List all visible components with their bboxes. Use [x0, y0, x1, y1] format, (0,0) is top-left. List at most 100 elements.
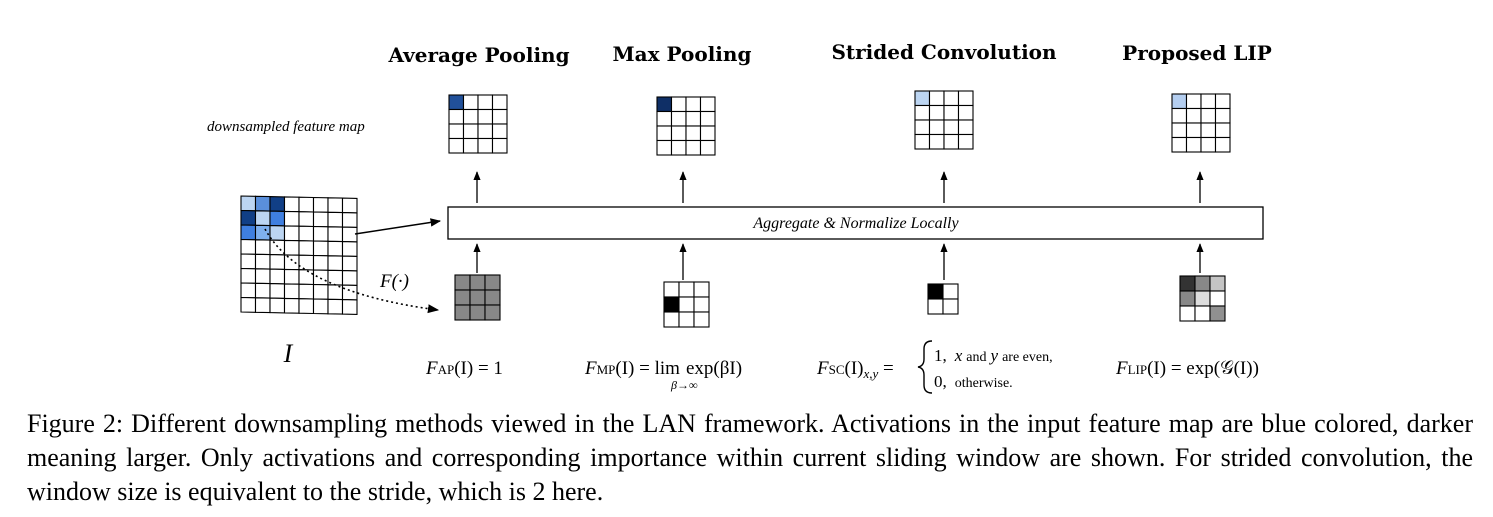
ap-weight-cell	[454, 289, 471, 306]
sc-output-cell	[914, 119, 931, 136]
lip-output-cell	[1200, 122, 1217, 139]
formula-sc-arg: (I)	[845, 358, 864, 379]
input-cell	[298, 225, 315, 242]
ap-weight-cell	[469, 289, 486, 306]
input-cell	[312, 225, 329, 242]
title-strided-convolution: Strided Convolution	[831, 40, 1057, 64]
ap-weight-cell	[484, 289, 501, 306]
input-label: I	[283, 339, 294, 368]
formula-sc-case1-text: are even,	[1002, 350, 1053, 365]
lip-weight-cell	[1209, 290, 1226, 307]
formula-mp-limsub: β→∞	[670, 378, 698, 392]
formula-mp-lim: lim	[655, 358, 681, 379]
input-cell	[283, 268, 300, 285]
ap-output-cell	[448, 108, 465, 125]
sc-output-cell	[957, 133, 974, 150]
sc-weight-grid	[927, 283, 959, 315]
lip-weight-cell	[1179, 290, 1196, 307]
lip-weight-cell	[1179, 305, 1196, 322]
input-cell	[254, 282, 271, 299]
input-feature-map	[240, 195, 358, 315]
formula-ap: FAP(I) = 1	[425, 358, 503, 379]
input-cell	[269, 268, 286, 285]
formula-sc-case1-and: and	[966, 350, 986, 365]
input-cell	[240, 253, 257, 270]
mp-output-cell	[656, 125, 673, 142]
input-cell	[254, 253, 271, 270]
formula-sc-case2-text: otherwise.	[955, 376, 1013, 391]
aggregate-box-label: Aggregate & Normalize Locally	[752, 215, 959, 232]
input-cell	[312, 196, 329, 213]
input-cell	[312, 254, 329, 271]
input-cell	[240, 195, 257, 212]
input-cell	[283, 196, 300, 213]
ap-weight-cell	[454, 304, 471, 321]
formula-sc-sub: SC	[829, 362, 845, 377]
formula-sc-case2-val: 0,	[934, 372, 947, 391]
lip-output-cell	[1200, 107, 1217, 124]
input-cell	[312, 269, 329, 286]
mp-weight-grid	[663, 281, 710, 328]
input-cell	[254, 210, 271, 227]
input-cell	[269, 225, 286, 241]
input-cell	[298, 298, 315, 315]
ap-weight-grid	[454, 274, 501, 321]
sc-output-cell	[914, 104, 931, 121]
input-cell	[327, 211, 344, 228]
title-proposed-lip: Proposed LIP	[1122, 41, 1272, 65]
input-cell	[254, 224, 271, 241]
ap-output-cell	[477, 137, 494, 154]
mp-output-cell	[699, 139, 716, 156]
mp-weight-cell	[663, 296, 680, 313]
ap-output-cell	[448, 94, 465, 111]
input-cell	[269, 254, 286, 270]
input-cell	[240, 238, 257, 255]
ap-output-cell	[462, 123, 479, 140]
function-label: F(·)	[379, 271, 409, 292]
input-cell	[283, 239, 300, 256]
mp-weight-cell	[678, 281, 695, 298]
mp-weight-cell	[663, 311, 680, 328]
ap-output-cell	[491, 123, 508, 140]
mp-output-cell	[670, 139, 687, 156]
lip-output-cell	[1171, 136, 1188, 153]
ap-output-cell	[491, 137, 508, 154]
sc-output-cell	[943, 104, 960, 121]
mp-output-cell	[670, 125, 687, 142]
formula-lip: FLIP(I) = exp(𝒢(I))	[1115, 358, 1259, 379]
input-cell	[327, 284, 344, 301]
input-cell	[341, 197, 358, 214]
lip-weight-cell	[1209, 275, 1226, 292]
input-cell	[298, 283, 315, 300]
mp-output-cell	[699, 125, 716, 142]
lip-output-cell	[1214, 136, 1231, 153]
formula-lip-f: F	[1115, 358, 1128, 379]
lip-weight-cell	[1194, 275, 1211, 292]
downsampled-feature-map-label: downsampled feature map	[207, 119, 365, 135]
sc-output-cell	[957, 90, 974, 107]
aggregate-normalize-box	[447, 206, 1264, 240]
mp-weight-cell	[678, 311, 695, 328]
input-cell	[312, 211, 329, 228]
input-cell	[312, 283, 329, 300]
formula-ap-f: F	[425, 358, 438, 379]
ap-weight-cell	[469, 304, 486, 321]
input-cell	[298, 254, 315, 271]
input-cell	[327, 298, 344, 315]
lip-weight-cell	[1194, 305, 1211, 322]
input-cell	[327, 197, 344, 214]
lip-weight-grid	[1179, 275, 1226, 322]
input-cell	[240, 209, 257, 226]
sc-output-cell	[928, 133, 945, 150]
lip-output-cell	[1185, 136, 1202, 153]
sc-output-cell	[914, 133, 931, 150]
input-cell	[240, 296, 257, 313]
sc-output-cell	[928, 119, 945, 136]
formula-mp-sub: MP	[597, 362, 616, 377]
mp-weight-cell	[693, 281, 710, 298]
mp-weight-cell	[678, 296, 695, 313]
input-cell	[240, 267, 257, 284]
